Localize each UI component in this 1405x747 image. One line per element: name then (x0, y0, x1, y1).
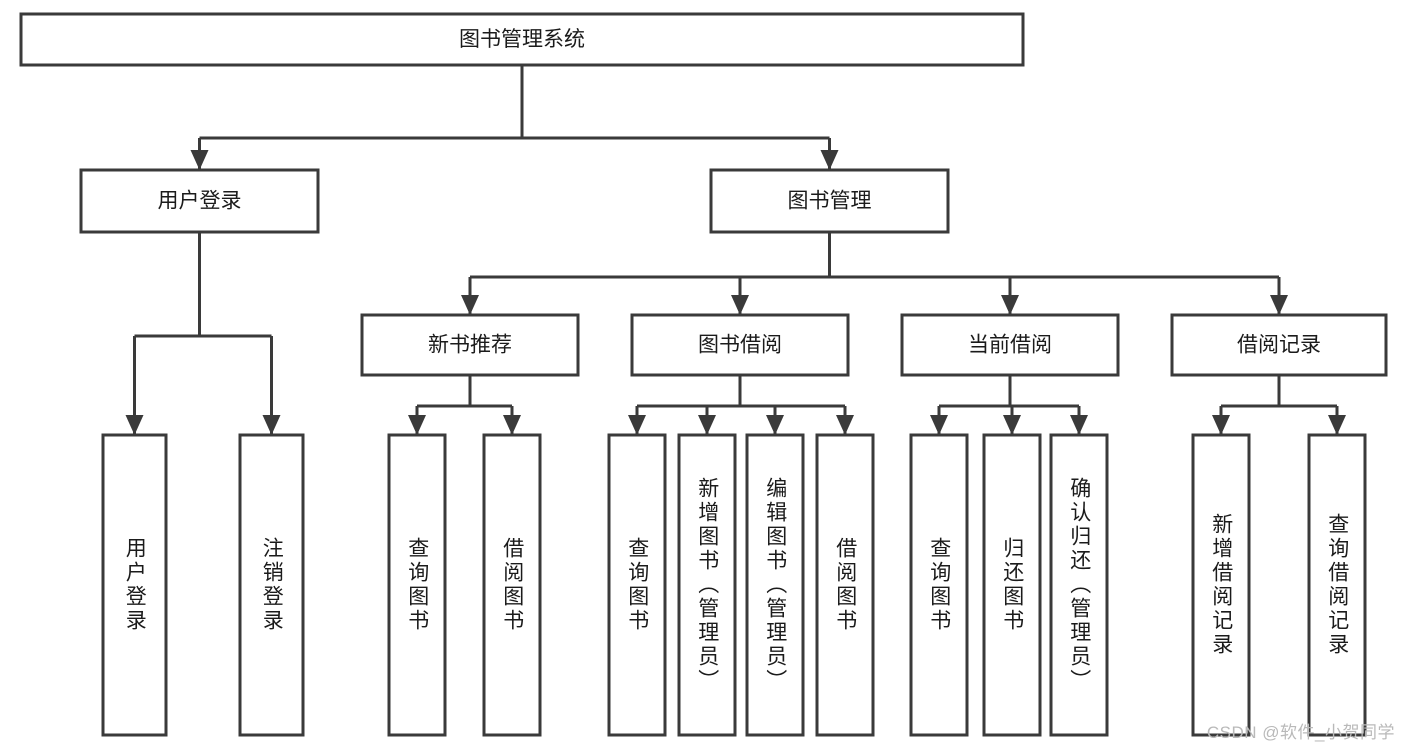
arrowhead-icon-leaf-用户登录-0 (125, 415, 144, 435)
node-box[interactable] (1307, 433, 1367, 737)
node-level3-1[interactable]: 图书借阅 (630, 313, 850, 377)
arrowhead-icon-level3-2 (1001, 295, 1019, 315)
node-box[interactable] (79, 168, 320, 234)
node-leaf-5[interactable] (677, 433, 737, 737)
node-label: 借阅记录 (1237, 334, 1321, 357)
node-box[interactable] (900, 313, 1120, 377)
node-leaf-11[interactable] (1191, 433, 1251, 737)
node-level3-2[interactable]: 当前借阅 (900, 313, 1120, 377)
arrowhead-icon-leaf-借阅记录-1 (1328, 415, 1346, 435)
node-leaf-12[interactable] (1307, 433, 1367, 737)
node-box[interactable] (745, 433, 805, 737)
node-box[interactable] (387, 433, 447, 737)
node-box[interactable] (360, 313, 580, 377)
node-box[interactable] (607, 433, 667, 737)
node-box[interactable] (677, 433, 737, 737)
node-box[interactable] (982, 433, 1042, 737)
node-level2-1[interactable]: 图书管理 (709, 168, 950, 234)
node-label: 图书借阅 (698, 334, 782, 357)
watermark: CSDN @软件_小贺同学 (1206, 723, 1395, 742)
arrowhead-icon-leaf-当前借阅-1 (1003, 415, 1021, 435)
node-leaf-7[interactable] (815, 433, 875, 737)
arrowhead-icon-level3-3 (1270, 295, 1288, 315)
node-box[interactable] (630, 313, 850, 377)
node-level2-0[interactable]: 用户登录 (79, 168, 320, 234)
node-box[interactable] (1170, 313, 1388, 377)
node-label: 新书推荐 (428, 334, 512, 357)
node-box[interactable] (909, 433, 969, 737)
node-level3-3[interactable]: 借阅记录 (1170, 313, 1388, 377)
arrowhead-icon-level2-1 (820, 150, 839, 170)
node-leaf-6[interactable] (745, 433, 805, 737)
arrowhead-icon-level2-0 (190, 150, 209, 170)
node-label: 用户登录 (158, 190, 242, 213)
arrowhead-icon-leaf-当前借阅-0 (930, 415, 948, 435)
edge-layer (125, 65, 1346, 435)
node-box[interactable] (1191, 433, 1251, 737)
node-box[interactable] (101, 433, 168, 737)
node-leaf-1[interactable] (238, 433, 305, 737)
arrowhead-icon-leaf-图书借阅-3 (836, 415, 854, 435)
node-root-0[interactable]: 图书管理系统 (19, 12, 1025, 67)
node-leaf-10[interactable] (1049, 433, 1109, 737)
node-leaf-0[interactable] (101, 433, 168, 737)
node-leaf-4[interactable] (607, 433, 667, 737)
arrowhead-icon-level3-1 (731, 295, 749, 315)
arrowhead-icon-level3-0 (461, 295, 479, 315)
node-level3-0[interactable]: 新书推荐 (360, 313, 580, 377)
arrowhead-icon-leaf-用户登录-1 (262, 415, 281, 435)
arrowhead-icon-leaf-图书借阅-0 (628, 415, 646, 435)
node-label: 图书管理系统 (459, 28, 585, 51)
node-leaf-9[interactable] (982, 433, 1042, 737)
node-box[interactable] (709, 168, 950, 234)
arrowhead-icon-leaf-图书借阅-1 (698, 415, 716, 435)
node-leaf-3[interactable] (482, 433, 542, 737)
arrowhead-icon-leaf-借阅记录-0 (1212, 415, 1230, 435)
node-box[interactable] (815, 433, 875, 737)
arrowhead-icon-leaf-当前借阅-2 (1070, 415, 1088, 435)
node-box[interactable] (482, 433, 542, 737)
node-box[interactable] (19, 12, 1025, 67)
node-box[interactable] (1049, 433, 1109, 737)
arrowhead-icon-leaf-新书推荐-0 (408, 415, 426, 435)
arrowhead-icon-leaf-新书推荐-1 (503, 415, 521, 435)
arrowhead-icon-leaf-图书借阅-2 (766, 415, 784, 435)
node-leaf-2[interactable] (387, 433, 447, 737)
node-label: 图书管理 (788, 190, 872, 213)
node-box[interactable] (238, 433, 305, 737)
node-leaf-8[interactable] (909, 433, 969, 737)
node-label: 当前借阅 (968, 334, 1052, 357)
